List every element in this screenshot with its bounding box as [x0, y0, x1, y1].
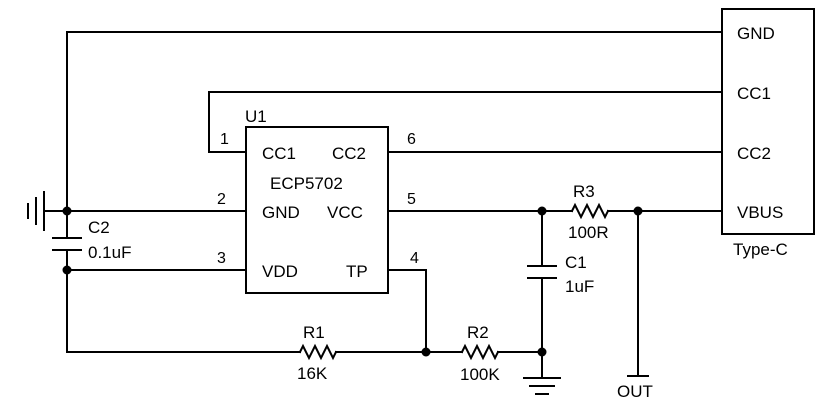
- output-terminal: OUT: [617, 375, 653, 401]
- ic-pin-name: VCC: [327, 203, 363, 222]
- c1-value: 1uF: [565, 277, 594, 296]
- type-c-connector: GND CC1 CC2 VBUS Type-C: [721, 8, 815, 259]
- r3-ref: R3: [573, 182, 595, 201]
- capacitor-c1: C1 1uF: [527, 253, 594, 296]
- ic-pin-number: 3: [217, 250, 226, 267]
- ic-pin-number: 1: [220, 131, 229, 148]
- connector-pin-label: GND: [737, 24, 775, 43]
- connector-pin-label: CC2: [737, 144, 771, 163]
- c2-value: 0.1uF: [88, 243, 131, 262]
- ic-pin-name: TP: [346, 262, 368, 281]
- resistor-r2: R2 100K: [460, 323, 500, 384]
- ic-pin-name: VDD: [262, 262, 298, 281]
- ic-part-number: ECP5702: [270, 174, 343, 193]
- ic-pin-number: 5: [407, 191, 416, 208]
- connector-pin-label: CC1: [737, 84, 771, 103]
- c2-ref: C2: [88, 218, 110, 237]
- junctions: [62, 206, 643, 357]
- out-label: OUT: [617, 382, 653, 401]
- r1-value: 16K: [297, 364, 328, 383]
- r2-value: 100K: [460, 365, 500, 384]
- ground-symbol-bottom: [523, 377, 561, 395]
- ic-u1: U1 ECP5702 CC1 GND VDD TP VCC CC2 1 2 3 …: [217, 107, 419, 294]
- r2-ref: R2: [467, 323, 489, 342]
- ic-pin-name: CC2: [332, 144, 366, 163]
- ic-pin-number: 6: [407, 131, 416, 148]
- connector-pin-label: VBUS: [737, 203, 783, 222]
- r3-value: 100R: [568, 223, 609, 242]
- wire-cc1: [208, 91, 723, 153]
- ic-pin-name: CC1: [262, 144, 296, 163]
- junction-dot: [537, 347, 547, 357]
- junction-dot: [633, 206, 643, 216]
- junction-dot: [421, 347, 431, 357]
- r1-ref: R1: [303, 323, 325, 342]
- ic-pin-number: 4: [410, 250, 419, 267]
- ic-ref: U1: [245, 107, 267, 126]
- ic-body: [245, 126, 389, 294]
- capacitor-c2: C2 0.1uF: [52, 218, 131, 262]
- ic-pin-name: GND: [262, 203, 300, 222]
- resistor-r3: R3 100R: [568, 182, 610, 242]
- wires: [43, 31, 723, 379]
- ground-symbol-left: [27, 191, 45, 231]
- connector-body: [721, 8, 815, 235]
- connector-name: Type-C: [733, 240, 788, 259]
- wire-tp: [387, 269, 427, 353]
- c1-ref: C1: [565, 253, 587, 272]
- junction-dot: [62, 265, 72, 275]
- ic-pin-number: 2: [217, 191, 226, 208]
- wire-left-rail-lower: [66, 249, 301, 353]
- junction-dot: [62, 206, 72, 216]
- junction-dot: [537, 206, 547, 216]
- resistor-r1: R1 16K: [297, 323, 338, 383]
